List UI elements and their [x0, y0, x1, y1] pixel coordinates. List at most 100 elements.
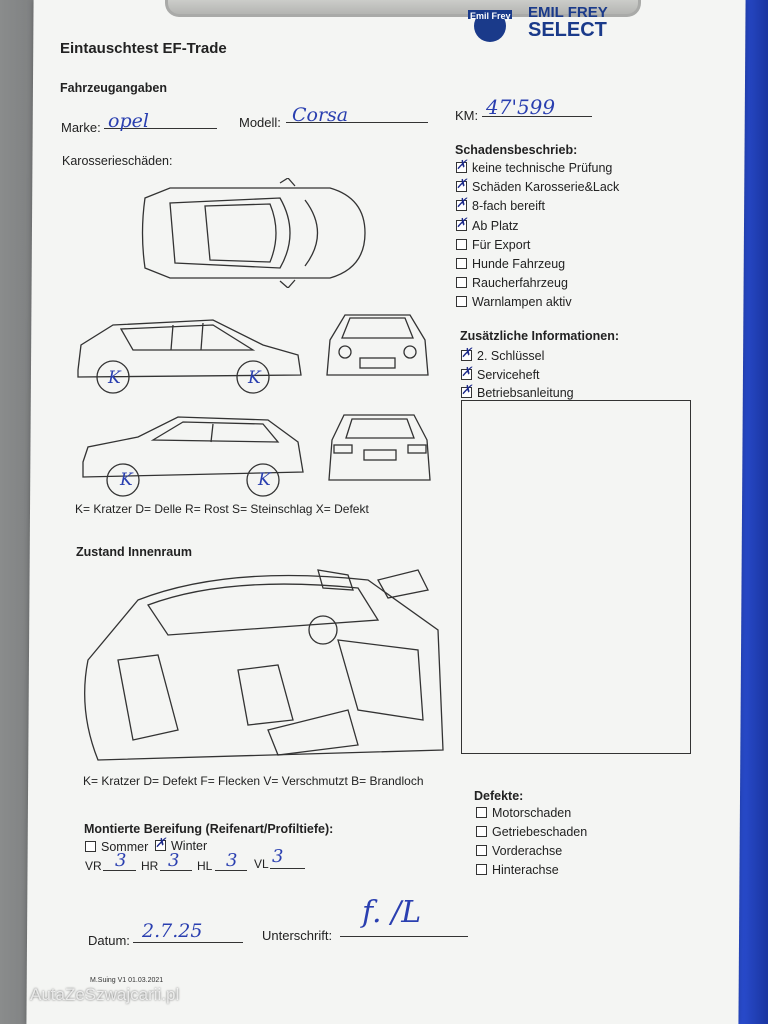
tires-title: Montierte Bereifung (Reifenart/Profiltie…	[84, 822, 334, 836]
watermark: AutaZeSzwajcarii.pl	[30, 985, 180, 1004]
schadens-item[interactable]: Schäden Karosserie&Lack	[456, 176, 620, 195]
schadens-item-label: Ab Platz	[472, 218, 519, 233]
zusatz-item[interactable]: Serviceheft	[461, 364, 540, 382]
body-damage-title: Karosserieschäden:	[62, 154, 173, 168]
brand-line2: SELECT	[528, 19, 607, 41]
schadens-item[interactable]: 8-fach bereift	[456, 195, 545, 213]
schadens-checkbox[interactable]	[456, 258, 467, 269]
car-interior-illustration	[84, 569, 444, 761]
defekte-item-label: Vorderachse	[492, 844, 563, 858]
zusatz-item-label: Serviceheft	[477, 367, 540, 382]
clipboard-clip	[165, 0, 641, 17]
defekte-checkbox[interactable]	[476, 807, 487, 818]
defekte-checkbox[interactable]	[476, 864, 487, 875]
schadens-item-label: keine technische Prüfung	[472, 161, 613, 175]
notes-box[interactable]	[461, 400, 691, 754]
defekte-checkbox[interactable]	[476, 826, 487, 837]
vr-label: VR	[85, 859, 102, 873]
schadens-item-label: Schäden Karosserie&Lack	[472, 180, 620, 195]
body-legend: K= Kratzer D= Delle R= Rost S= Steinschl…	[75, 502, 369, 516]
modell-line	[286, 122, 428, 123]
footer-version: M.Suing V1 01.03.2021	[90, 977, 164, 984]
km-value[interactable]: 47'599	[486, 95, 556, 119]
vehicle-section-title: Fahrzeugangaben	[60, 81, 167, 95]
brand-top-label: Emil Frey	[470, 11, 511, 21]
interior-title: Zustand Innenraum	[76, 545, 192, 559]
schadens-item[interactable]: Ab Platz	[456, 215, 519, 233]
damage-mark-2[interactable]: K	[248, 368, 261, 388]
schadens-item-label: Für Export	[472, 237, 531, 252]
emil-frey-logo: Emil Frey EMIL FREY SELECT	[466, 4, 616, 46]
defekte-item-label: Hinterachse	[492, 863, 559, 877]
damage-mark-4[interactable]: K	[258, 470, 271, 490]
tire-winter-option[interactable]: Winter	[155, 835, 208, 853]
signature-value[interactable]: f. /L	[362, 895, 422, 930]
zusatz-item-label: Betriebsanleitung	[477, 386, 574, 400]
tire-sommer-label: Sommer	[101, 840, 149, 854]
tire-winter-checkbox[interactable]	[155, 835, 166, 851]
tire-sommer-option[interactable]: Sommer	[85, 840, 148, 854]
zusatz-item[interactable]: 2. Schlüssel	[461, 345, 545, 363]
schadens-item-label: Hunde Fahrzeug	[472, 257, 566, 271]
tire-sommer-checkbox[interactable]	[85, 841, 96, 852]
car-rear-view	[328, 414, 431, 481]
marke-line	[104, 128, 217, 129]
marke-value[interactable]: opel	[108, 110, 149, 132]
car-front-view	[326, 314, 429, 376]
zusatz-checkbox[interactable]	[461, 364, 472, 380]
defekte-item[interactable]: Hinterachse	[476, 863, 559, 877]
zusatz-title: Zusätzliche Informationen:	[460, 329, 620, 343]
defekte-item-label: Motorschaden	[492, 806, 572, 820]
schadens-checkbox[interactable]	[456, 195, 467, 212]
datum-value[interactable]: 2.7.25	[142, 920, 203, 942]
vl-line	[270, 868, 305, 869]
hl-label: HL	[197, 859, 213, 873]
signature-line	[340, 936, 468, 937]
modell-label: Modell:	[239, 115, 281, 130]
schadens-title: Schadensbeschrieb:	[455, 143, 578, 157]
datum-line	[133, 942, 243, 943]
hl-value[interactable]: 3	[226, 850, 238, 871]
schadens-checkbox[interactable]	[456, 296, 467, 308]
schadens-item[interactable]: Raucherfahrzeug	[456, 276, 568, 290]
emil-frey-emblem-icon	[468, 10, 512, 42]
damage-mark-3[interactable]: K	[120, 470, 133, 490]
schadens-item[interactable]: Hunde Fahrzeug	[456, 257, 565, 271]
zusatz-item[interactable]: Betriebsanleitung	[461, 382, 574, 400]
tire-winter-label: Winter	[171, 839, 208, 853]
damage-mark-1[interactable]: K	[108, 368, 121, 388]
car-side-right-view	[82, 416, 304, 497]
zusatz-checkbox[interactable]	[461, 345, 472, 361]
vl-value[interactable]: 3	[272, 846, 284, 867]
marke-label: Marke:	[61, 120, 101, 135]
car-side-left-view	[77, 319, 302, 394]
schadens-item[interactable]: keine technische Prüfung	[456, 157, 613, 175]
schadens-checkbox[interactable]	[456, 238, 467, 250]
schadens-checkbox[interactable]	[456, 157, 467, 173]
schadens-checkbox[interactable]	[456, 176, 467, 193]
defekte-item[interactable]: Motorschaden	[476, 806, 571, 820]
unterschrift-label: Unterschrift:	[262, 928, 333, 943]
defekte-title: Defekte:	[474, 789, 524, 803]
hr-label: HR	[141, 859, 159, 873]
hl-line	[215, 870, 247, 871]
schadens-item[interactable]: Für Export	[456, 238, 530, 252]
schadens-item-label: Warnlampen aktiv	[472, 295, 572, 310]
schadens-checkbox[interactable]	[456, 277, 467, 289]
schadens-item[interactable]: Warnlampen aktiv	[456, 295, 572, 309]
car-top-view	[141, 178, 366, 288]
zusatz-checkbox[interactable]	[461, 382, 472, 398]
vr-line	[103, 870, 136, 871]
modell-value[interactable]: Corsa	[292, 104, 349, 126]
form-title: Eintauschtest EF-Trade	[60, 40, 227, 57]
datum-label: Datum:	[88, 933, 130, 948]
zusatz-item-label: 2. Schlüssel	[477, 349, 545, 363]
km-line	[482, 116, 592, 117]
brand-line1: EMIL FREY	[528, 4, 608, 21]
schadens-checkbox[interactable]	[456, 215, 467, 231]
defekte-item[interactable]: Getriebeschaden	[476, 825, 587, 839]
hr-value[interactable]: 3	[168, 850, 180, 871]
defekte-item[interactable]: Vorderachse	[476, 844, 562, 858]
vr-value[interactable]: 3	[115, 850, 127, 871]
defekte-checkbox[interactable]	[476, 845, 487, 856]
